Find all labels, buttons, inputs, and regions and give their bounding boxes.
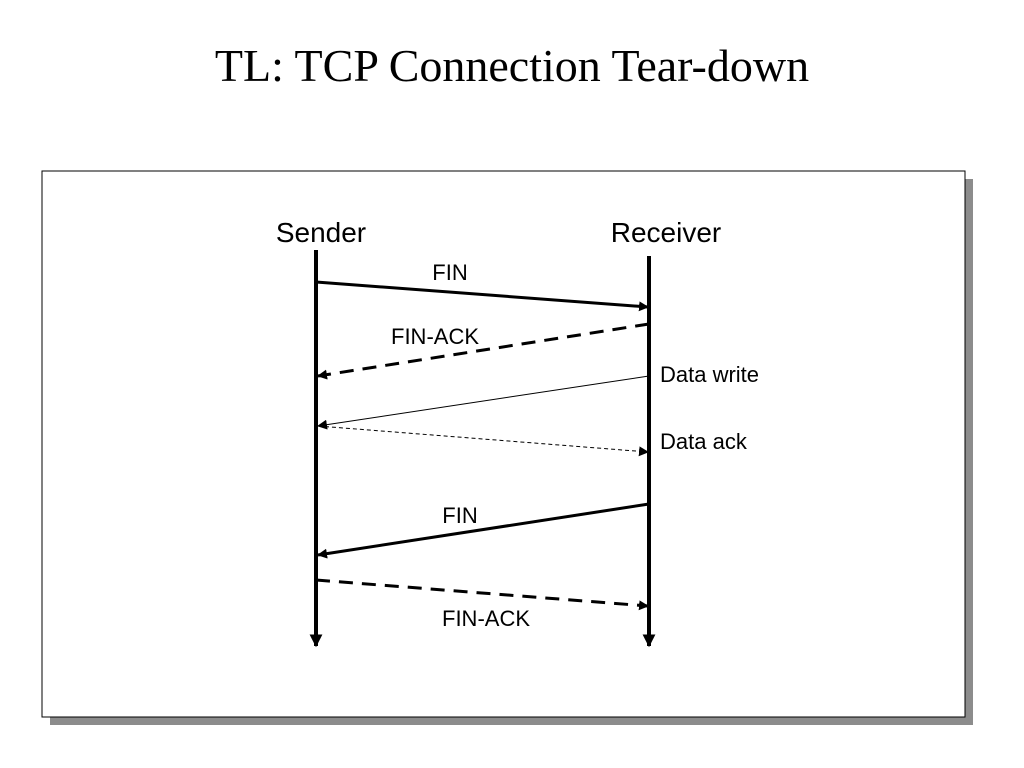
data-ack-arrow [317,425,649,457]
diagram-frame [41,170,966,718]
slide-title: TL: TCP Connection Tear-down [214,40,810,91]
data-ack-label: Data ack [660,429,748,454]
fin-ack-final-arrow [315,578,649,611]
data-write-arrow [317,375,650,430]
sender-label: Sender [276,217,366,248]
fin-label: FIN [432,260,467,285]
fin-return-arrow [317,502,650,559]
fin-arrow [315,280,649,312]
fin-ack-arrow [317,322,650,380]
data-write-label: Data write [660,362,759,387]
fin-ack-label: FIN-ACK [391,324,479,349]
receiver-label: Receiver [611,217,721,248]
fin-ack-final-label: FIN-ACK [442,606,530,631]
fin-return-label: FIN [442,503,477,528]
